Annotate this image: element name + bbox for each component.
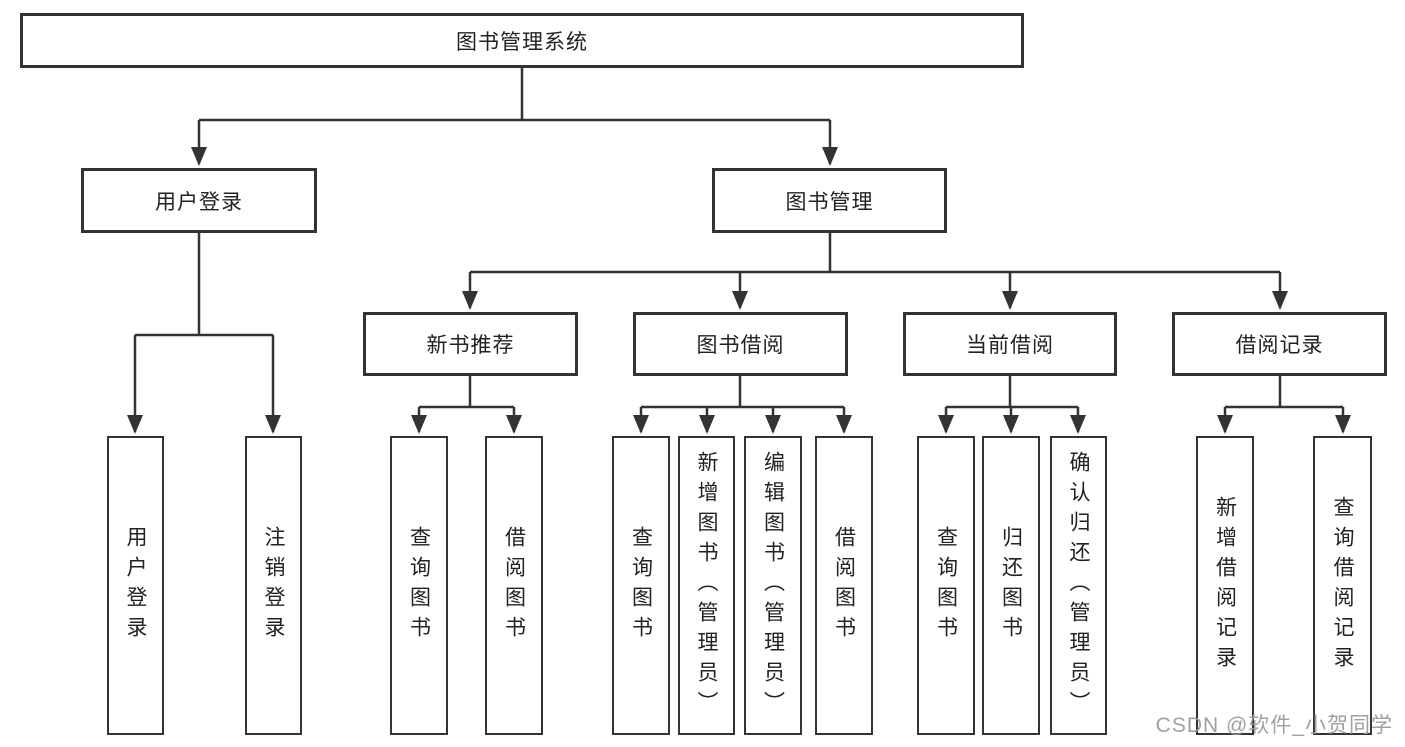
- branch-user-login-label: 用户登录: [155, 190, 243, 214]
- group-current-borrowing: 当前借阅: [903, 312, 1117, 376]
- group-new-book-recommend: 新书推荐: [363, 312, 578, 376]
- leaf-bb-borrow-books: 借阅图书: [815, 436, 873, 735]
- branch-user-login: 用户登录: [81, 168, 317, 233]
- group-current-borrowing-label: 当前借阅: [966, 334, 1054, 357]
- group-borrowing-records-label: 借阅记录: [1235, 334, 1324, 357]
- leaf-br-query-record: 查询借阅记录: [1313, 436, 1372, 735]
- leaf-nbr-query-books: 查询图书: [390, 436, 448, 735]
- leaf-logout-login: 注销登录: [245, 436, 302, 735]
- group-book-borrowing-label: 图书借阅: [696, 334, 785, 357]
- leaf-nbr-borrow-books: 借阅图书: [485, 436, 543, 735]
- leaf-cb-return-books: 归还图书: [982, 436, 1040, 735]
- group-new-book-recommend-label: 新书推荐: [426, 334, 515, 357]
- group-book-borrowing: 图书借阅: [633, 312, 848, 376]
- leaf-cb-query-books: 查询图书: [917, 436, 975, 735]
- leaf-cb-confirm-return-admin: 确认归还（管理员）: [1050, 436, 1107, 735]
- leaf-bb-edit-books-admin: 编辑图书（管理员）: [744, 436, 802, 735]
- leaf-bb-query-books: 查询图书: [612, 436, 670, 735]
- root-node-label: 图书管理系统: [456, 30, 588, 54]
- watermark-text: CSDN @软件_小贺同学: [1155, 714, 1393, 737]
- group-borrowing-records: 借阅记录: [1172, 312, 1387, 376]
- root-node: 图书管理系统: [20, 13, 1024, 68]
- branch-book-management-label: 图书管理: [785, 190, 874, 214]
- branch-book-management: 图书管理: [712, 168, 947, 233]
- leaf-br-add-record: 新增借阅记录: [1196, 436, 1254, 735]
- leaf-bb-add-books-admin: 新增图书（管理员）: [678, 436, 735, 735]
- leaf-user-login: 用户登录: [107, 436, 164, 735]
